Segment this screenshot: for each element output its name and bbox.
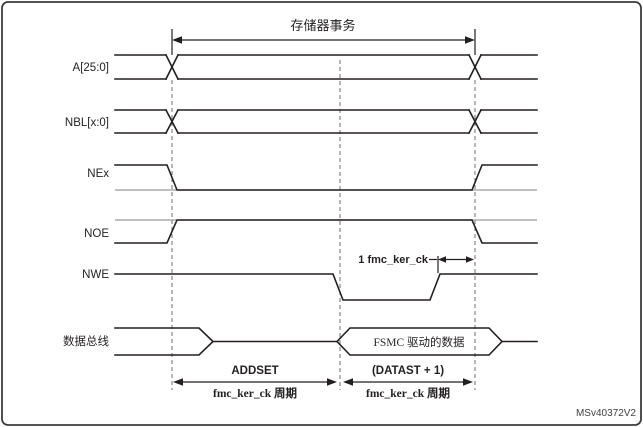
noe-waveform: [114, 219, 538, 244]
data-bus-value-label: FSMC 驱动的数据: [373, 335, 465, 349]
signal-label-nex: NEx: [87, 168, 109, 180]
datast-measure: (DATAST + 1) fmc_ker_ck 周期: [343, 365, 473, 400]
clock-arrowhead-right-icon: [466, 256, 474, 263]
clock-arrowhead-left-icon: [438, 256, 446, 263]
datast-label: (DATAST + 1): [372, 365, 444, 377]
addset-label: ADDSET: [231, 365, 278, 377]
addset-unit-label: fmc_ker_ck 周期: [213, 386, 297, 400]
signal-label-noe: NOE: [84, 228, 109, 240]
clock-note-label: 1 fmc_ker_ck: [358, 254, 429, 266]
arrowhead-left-icon: [172, 36, 182, 44]
nex-waveform: [114, 164, 538, 191]
figure-id: MSv40372V2: [576, 408, 636, 419]
addset-measure: ADDSET fmc_ker_ck 周期: [173, 365, 337, 400]
signal-label-a: A[25:0]: [73, 62, 109, 74]
signal-label-nwe: NWE: [82, 269, 109, 281]
data-bus-waveform: [114, 327, 538, 356]
nbl-bus-waveform: [114, 108, 538, 135]
signal-label-nbl: NBL[x:0]: [65, 117, 109, 129]
signal-label-databus: 数据总线: [63, 334, 109, 348]
arrowhead-right-icon: [465, 36, 475, 44]
figure-title: 存储器事务: [290, 18, 355, 33]
datast-unit-label: fmc_ker_ck 周期: [366, 386, 450, 400]
nwe-waveform: [114, 273, 538, 301]
a-bus-waveform: [114, 53, 538, 81]
